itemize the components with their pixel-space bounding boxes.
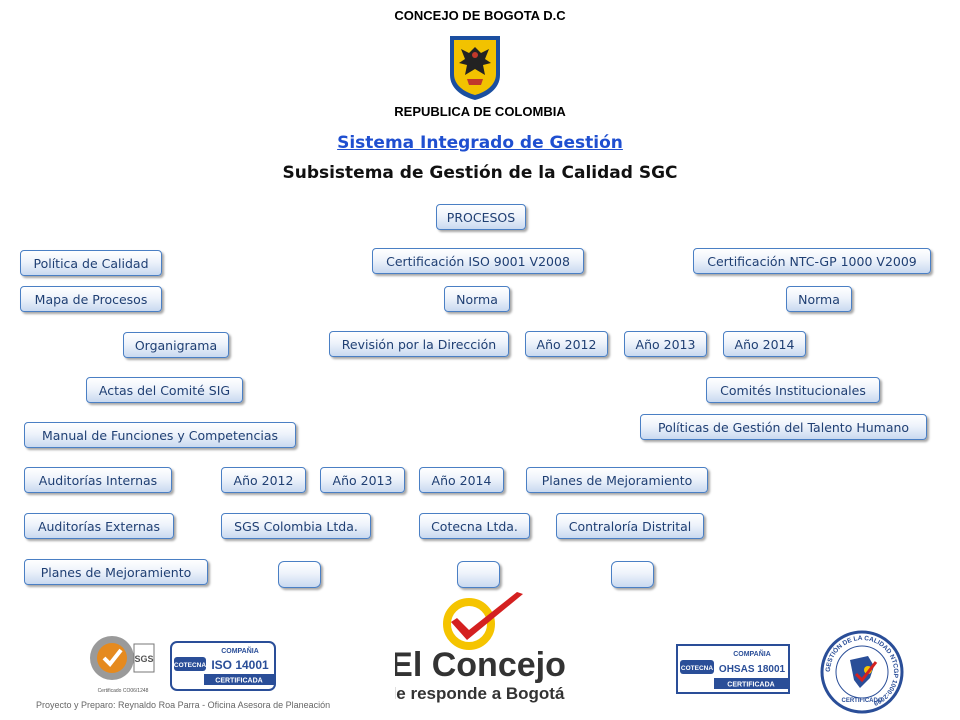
revision-direccion-button[interactable]: Revisión por la Dirección xyxy=(329,331,509,357)
cotecna-company: COMPAÑIA xyxy=(221,646,259,655)
norma-iso-button[interactable]: Norma xyxy=(444,286,510,312)
bogota-coat-of-arms xyxy=(447,33,503,101)
revision-2012-button[interactable]: Año 2012 xyxy=(525,331,608,357)
ohsas-iso: OHSAS 18001 xyxy=(719,664,786,675)
auditorias-2014-button[interactable]: Año 2014 xyxy=(419,467,504,493)
mapa-procesos-button[interactable]: Mapa de Procesos xyxy=(20,286,162,312)
manual-funciones-button[interactable]: Manual de Funciones y Competencias xyxy=(24,422,296,448)
sgc-subtitle: Subsistema de Gestión de la Calidad SGC xyxy=(282,163,678,183)
planes-mejoramiento-button[interactable]: Planes de Mejoramiento xyxy=(526,467,708,493)
revision-2014-button[interactable]: Año 2014 xyxy=(723,331,806,357)
cotecna-iso: ISO 14001 xyxy=(211,658,269,672)
auditorias-2012-button[interactable]: Año 2012 xyxy=(221,467,306,493)
contraloria-distrital-button[interactable]: Contraloría Distrital xyxy=(556,513,704,539)
concejo-sub-text: le responde a Bogotá xyxy=(395,684,565,703)
ntcgp-seal-logo: GESTIÓN DE LA CALIDAD NTCGP 1000:2009 CE… xyxy=(820,630,904,714)
actas-comite-button[interactable]: Actas del Comité SIG xyxy=(86,377,243,403)
cotecna-iso14001-logo: COMPAÑIA COTECNA ISO 14001 CERTIFICADA xyxy=(170,641,276,693)
sgs-text: SGS xyxy=(134,654,153,664)
organigrama-button[interactable]: Organigrama xyxy=(123,332,229,358)
concejo-main-text: El Concejo xyxy=(395,646,566,684)
cert-iso-button[interactable]: Certificación ISO 9001 V2008 xyxy=(372,248,584,274)
norma-ntc-button[interactable]: Norma xyxy=(786,286,852,312)
sgs-colombia-button[interactable]: SGS Colombia Ltda. xyxy=(221,513,371,539)
ohsas-name: COTECNA xyxy=(681,665,713,672)
sgs-certification-logo: SGS Certificado CO06/1248 xyxy=(88,630,158,696)
sgs-caption: Certificado CO06/1248 xyxy=(98,688,149,694)
org-name: CONCEJO DE BOGOTA D.C xyxy=(394,8,566,23)
revision-2013-button[interactable]: Año 2013 xyxy=(624,331,707,357)
auditorias-externas-button[interactable]: Auditorías Externas xyxy=(24,513,174,539)
ohsas-company: COMPAÑIA xyxy=(733,649,771,658)
politicas-talento-button[interactable]: Políticas de Gestión del Talento Humano xyxy=(640,414,927,440)
comites-institucionales-button[interactable]: Comités Institucionales xyxy=(706,377,880,403)
ntcgp-cert-text: CERTIFICADO xyxy=(842,698,883,704)
procesos-button[interactable]: PROCESOS xyxy=(436,204,526,230)
blank-button-1[interactable] xyxy=(278,561,321,588)
country-name: REPUBLICA DE COLOMBIA xyxy=(394,104,566,119)
auditorias-internas-button[interactable]: Auditorías Internas xyxy=(24,467,172,493)
politica-calidad-button[interactable]: Política de Calidad xyxy=(20,250,162,276)
ohsas-cert: CERTIFICADA xyxy=(727,682,774,689)
footer-credit: Proyecto y Preparo: Reynaldo Roa Parra -… xyxy=(36,700,331,710)
blank-button-3[interactable] xyxy=(611,561,654,588)
cotecna-button[interactable]: Cotecna Ltda. xyxy=(419,513,530,539)
blank-button-2[interactable] xyxy=(457,561,500,588)
planes-mejoramiento-externas-button[interactable]: Planes de Mejoramiento xyxy=(24,559,208,585)
el-concejo-logo: El Concejo le responde a Bogotá xyxy=(390,590,575,712)
sig-title-link[interactable]: Sistema Integrado de Gestión xyxy=(337,133,623,153)
cotecna-cert: CERTIFICADA xyxy=(215,678,262,685)
cert-ntc-button[interactable]: Certificación NTC-GP 1000 V2009 xyxy=(693,248,931,274)
cotecna-name: COTECNA xyxy=(174,662,206,669)
auditorias-2013-button[interactable]: Año 2013 xyxy=(320,467,405,493)
cotecna-ohsas18001-logo: COMPAÑIA COTECNA OHSAS 18001 CERTIFICADA xyxy=(676,644,790,700)
